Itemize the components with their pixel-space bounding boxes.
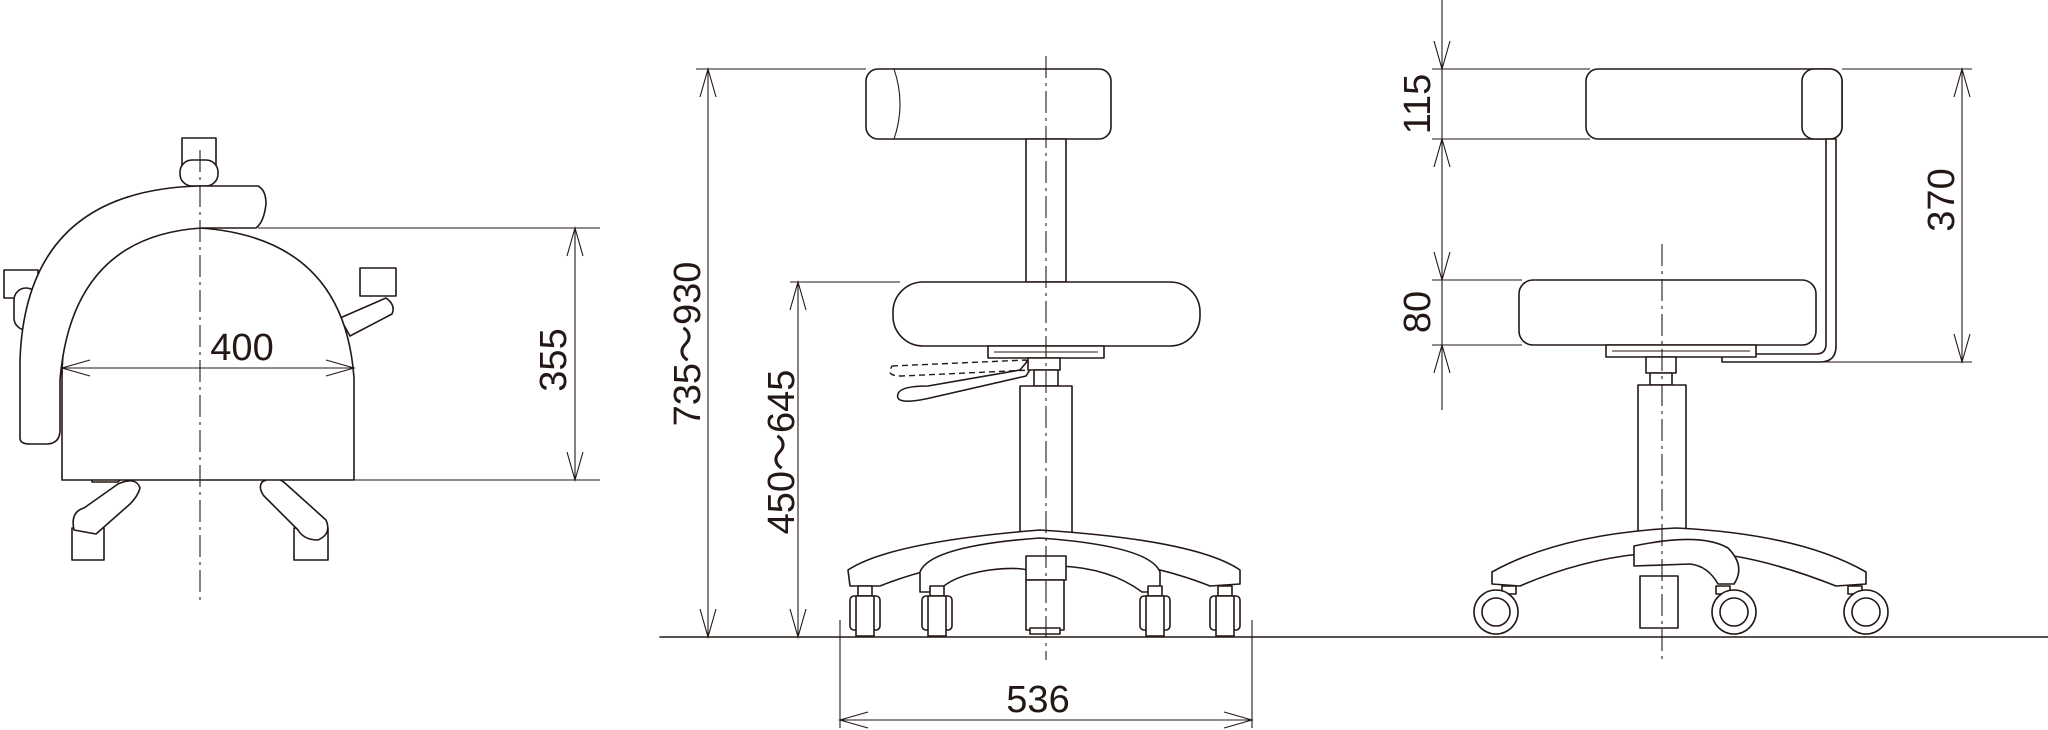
front-view-backrest (865, 68, 1112, 140)
front-view: 735〜930 450〜645 536 (667, 56, 1255, 729)
dim-top-depth: 355 (533, 328, 575, 391)
front-view-caster-3 (1139, 585, 1171, 637)
side-view-caster-3 (1843, 585, 1889, 635)
side-view-back-support (1721, 138, 1837, 363)
side-view: 115 80 370 (1397, 0, 1972, 660)
side-view-caster-2 (1711, 585, 1757, 635)
dim-top-width: 400 (210, 327, 273, 369)
dim-base-width: 536 (1006, 679, 1069, 721)
dim-seat-thickness: 80 (1397, 291, 1439, 333)
side-view-caster-1 (1473, 585, 1519, 635)
front-view-caster-4 (1209, 585, 1241, 637)
top-view-caster-bottom-right (259, 477, 329, 561)
front-view-caster-2 (921, 585, 953, 637)
front-view-lever (896, 357, 1037, 402)
dim-backrest-height: 115 (1397, 74, 1439, 135)
top-view-backrest (19, 185, 267, 445)
front-view-lever-alt (889, 359, 1032, 377)
dim-seat-height: 450〜645 (761, 370, 803, 535)
top-view: 400 355 (3, 137, 600, 600)
front-view-caster-1 (849, 585, 881, 637)
dim-overall-height: 735〜930 (667, 262, 709, 427)
top-view-caster-right (339, 267, 397, 337)
side-view-base (1491, 527, 1867, 587)
dim-backrest-top-height: 370 (1921, 168, 1963, 231)
side-view-seat (1518, 279, 1817, 346)
top-view-caster-top (179, 137, 219, 187)
